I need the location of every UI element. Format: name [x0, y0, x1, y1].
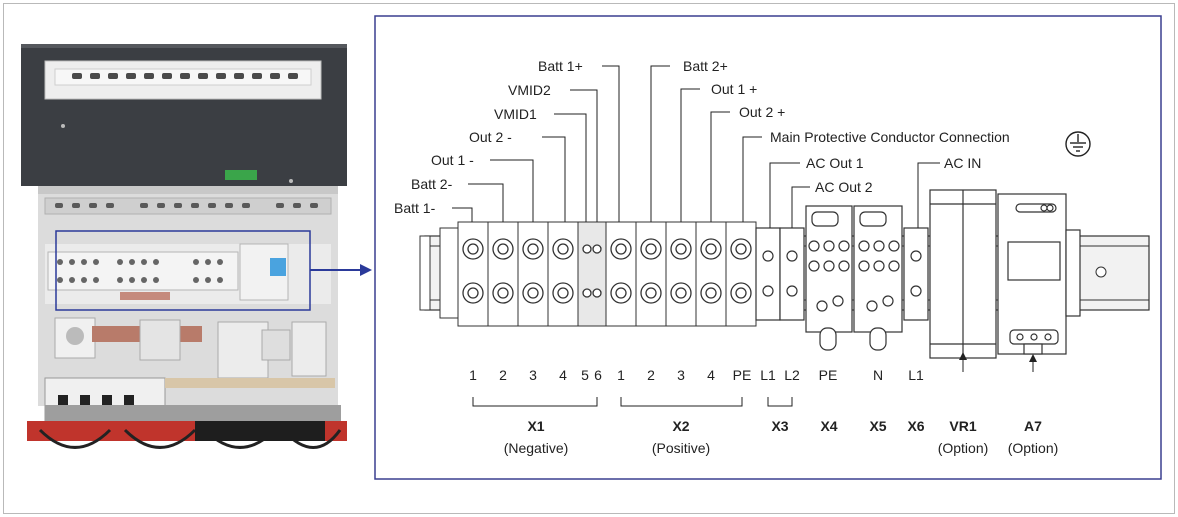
terminal-number: L1: [908, 367, 924, 383]
group-label-vr1: VR1: [949, 418, 976, 434]
terminal-group-x6: [903, 227, 929, 321]
callout-out1-plus: Out 1 +: [711, 81, 757, 97]
group-label-x5: X5: [869, 418, 886, 434]
callout-ac-out1: AC Out 1: [806, 155, 864, 171]
callout-batt2-plus: Batt 2+: [683, 58, 728, 74]
group-label-a7: A7: [1024, 418, 1042, 434]
group-label-x3: X3: [771, 418, 788, 434]
terminal-number: 3: [677, 367, 685, 383]
group-label-x4: X4: [820, 418, 837, 434]
surge-protector-vr1: [929, 189, 997, 359]
callout-batt2-minus: Batt 2-: [411, 176, 453, 192]
group-desc-vr1: (Option): [938, 440, 989, 456]
callout-main-pe: Main Protective Conductor Connection: [770, 129, 1010, 145]
protective-earth-icon: [1065, 131, 1091, 157]
right-arrow-icon: [310, 264, 372, 276]
terminal-number: L1: [760, 367, 776, 383]
terminal-number: PE: [733, 367, 752, 383]
group-desc-x2: (Positive): [652, 440, 710, 456]
terminal-number: 6: [594, 367, 602, 383]
callout-out2-minus: Out 2 -: [469, 129, 512, 145]
callout-vmid2: VMID2: [508, 82, 551, 98]
callout-out1-minus: Out 1 -: [431, 152, 474, 168]
terminal-number: N: [873, 367, 883, 383]
terminal-number: 4: [707, 367, 715, 383]
figure-frame: [3, 3, 1175, 514]
green-connector: [225, 170, 257, 180]
group-desc-x1: (Negative): [504, 440, 569, 456]
terminal-number: 3: [529, 367, 537, 383]
group-label-x2: X2: [672, 418, 689, 434]
group-label-x1: X1: [527, 418, 544, 434]
callout-ac-in: AC IN: [944, 155, 981, 171]
callout-vmid1: VMID1: [494, 106, 537, 122]
terminal-number: 1: [469, 367, 477, 383]
terminal-group-x1: [457, 221, 607, 327]
terminal-number: PE: [819, 367, 838, 383]
terminal-group-x4: [805, 205, 853, 351]
callout-out2-plus: Out 2 +: [739, 104, 785, 120]
terminal-group-x5: [853, 205, 903, 351]
terminal-group-x3: [755, 227, 805, 321]
terminal-group-x2: [605, 221, 757, 327]
terminal-number: 5: [581, 367, 589, 383]
group-label-x6: X6: [907, 418, 924, 434]
module-a7: [997, 193, 1081, 355]
terminal-number: L2: [784, 367, 800, 383]
callout-batt1-minus: Batt 1-: [394, 200, 436, 216]
terminal-number: 2: [499, 367, 507, 383]
group-desc-a7: (Option): [1008, 440, 1059, 456]
terminal-number: 4: [559, 367, 567, 383]
callout-ac-out2: AC Out 2: [815, 179, 873, 195]
callout-batt1-plus: Batt 1+: [538, 58, 583, 74]
terminal-number: 1: [617, 367, 625, 383]
terminal-number: 2: [647, 367, 655, 383]
